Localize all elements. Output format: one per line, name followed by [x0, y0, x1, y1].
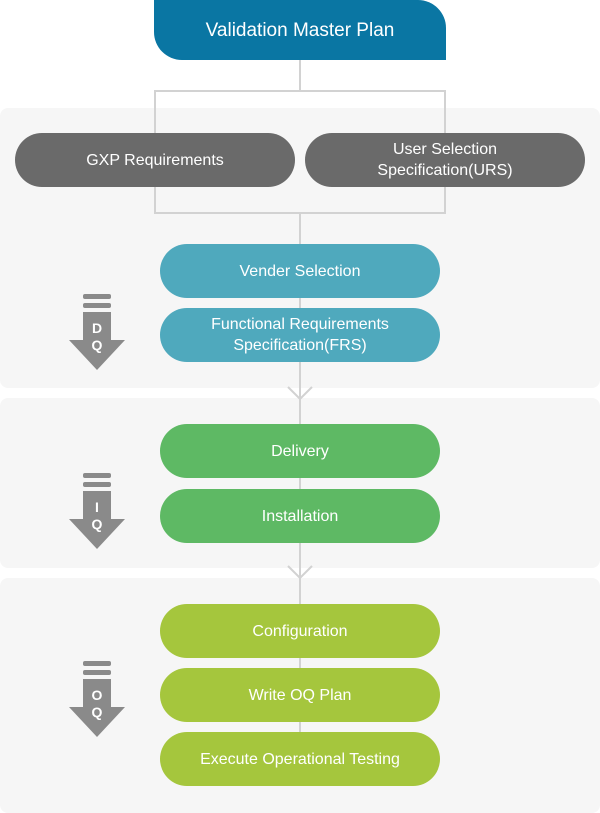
stage-down-arrow-icon [69, 473, 125, 549]
iq-stage-label: I Q [69, 499, 125, 533]
stage-letter: Q [91, 337, 103, 353]
dq-stage-arrow: D Q [69, 294, 125, 374]
chevron-down-icon [287, 565, 313, 580]
gxp-requirements: GXP Requirements [15, 133, 295, 187]
validation-master-plan: Validation Master Plan [154, 0, 446, 60]
iq-stage-arrow: I Q [69, 473, 125, 553]
execute-operational-testing: Execute Operational Testing [160, 732, 440, 786]
dq-stage-label: D Q [69, 320, 125, 354]
stage-down-arrow-icon [69, 294, 125, 370]
oq-stage-arrow: O Q [69, 661, 125, 741]
configuration: Configuration [160, 604, 440, 658]
stage-letter: D [91, 320, 103, 336]
oq-stage-label: O Q [69, 687, 125, 721]
delivery: Delivery [160, 424, 440, 478]
stage-letter: Q [91, 516, 103, 532]
stage-letter: O [91, 687, 103, 703]
chevron-down-icon [287, 386, 313, 401]
stage-down-arrow-icon [69, 661, 125, 737]
stage-letter: Q [91, 704, 103, 720]
functional-requirements-specification: Functional Requirements Specification(FR… [160, 308, 440, 362]
installation: Installation [160, 489, 440, 543]
write-oq-plan: Write OQ Plan [160, 668, 440, 722]
stage-letter: I [95, 499, 99, 515]
vender-selection: Vender Selection [160, 244, 440, 298]
user-selection-specification: User Selection Specification(URS) [305, 133, 585, 187]
